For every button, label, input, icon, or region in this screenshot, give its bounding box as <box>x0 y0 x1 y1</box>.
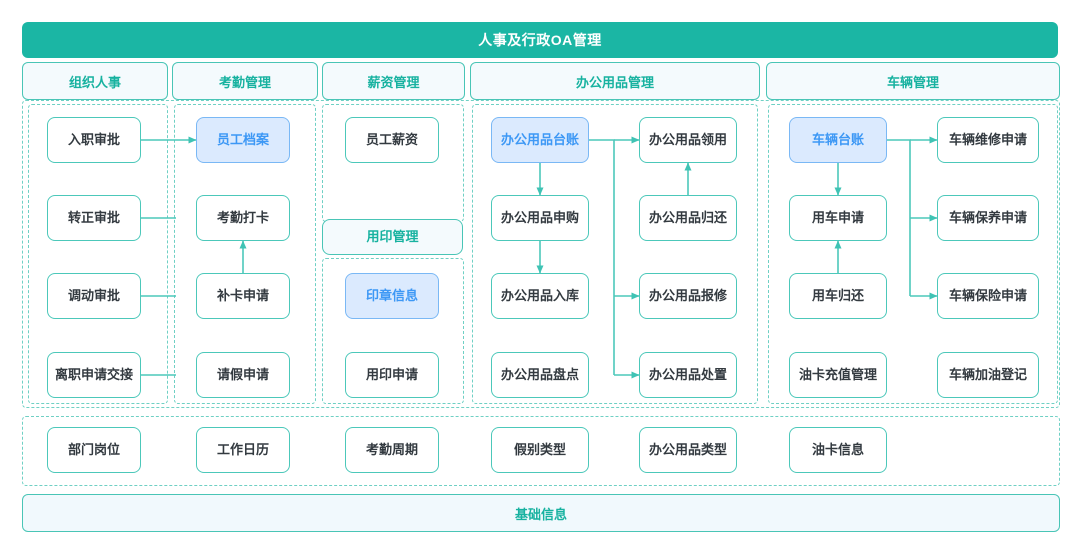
node-label: 油卡信息 <box>811 441 864 457</box>
node-label: 部门岗位 <box>67 441 120 457</box>
column-frame-vehicle <box>768 104 1058 404</box>
node-label: 用车归还 <box>811 287 864 303</box>
node-label: 车辆保险申请 <box>948 287 1027 303</box>
node-cheliang-taizhang[interactable]: 车辆台账 <box>789 117 887 163</box>
module-header-organization[interactable]: 组织人事 <box>22 62 168 100</box>
node-cheliang-weixiu-shenqing[interactable]: 车辆维修申请 <box>937 117 1039 163</box>
node-bangong-yongpin-baoxiu[interactable]: 办公用品报修 <box>639 273 737 319</box>
module-header-label: 车辆管理 <box>886 74 939 90</box>
node-label: 入职审批 <box>67 131 120 147</box>
node-label: 转正审批 <box>67 209 120 225</box>
page-title: 人事及行政OA管理 <box>22 22 1058 58</box>
sub-module-header-label: 用印管理 <box>366 228 419 244</box>
node-label: 考勤打卡 <box>216 209 269 225</box>
node-label: 用车申请 <box>811 209 864 225</box>
node-yuangong-xinzi[interactable]: 员工薪资 <box>345 117 439 163</box>
node-label: 调动审批 <box>67 287 120 303</box>
node-bangong-yongpin-pandian[interactable]: 办公用品盘点 <box>491 352 589 398</box>
node-youka-chongzhi-guanli[interactable]: 油卡充值管理 <box>789 352 887 398</box>
node-yuangong-dangan[interactable]: 员工档案 <box>196 117 290 163</box>
column-frame-office-supplies <box>472 104 758 404</box>
node-label: 办公用品报修 <box>648 287 727 303</box>
node-yinzhang-xinxi[interactable]: 印章信息 <box>345 273 439 319</box>
node-bangong-yongpin-ruku[interactable]: 办公用品入库 <box>491 273 589 319</box>
node-label: 员工档案 <box>216 131 269 147</box>
node-jiabie-leixing[interactable]: 假别类型 <box>491 427 589 473</box>
column-frame-attendance <box>174 104 316 404</box>
node-label: 车辆维修申请 <box>948 131 1027 147</box>
node-label: 办公用品台账 <box>500 131 579 147</box>
node-label: 办公用品处置 <box>648 366 727 382</box>
node-label: 假别类型 <box>513 441 566 457</box>
node-label: 车辆加油登记 <box>948 366 1027 382</box>
node-label: 办公用品领用 <box>648 131 727 147</box>
node-bangong-yongpin-lingyong[interactable]: 办公用品领用 <box>639 117 737 163</box>
module-header-label: 组织人事 <box>68 74 121 90</box>
node-ruzhi-shenpi[interactable]: 入职审批 <box>47 117 141 163</box>
page-title-text: 人事及行政OA管理 <box>478 32 602 48</box>
column-frame-seal <box>322 258 464 404</box>
node-kaoqin-zhouqi[interactable]: 考勤周期 <box>345 427 439 473</box>
node-label: 请假申请 <box>216 366 269 382</box>
sub-module-header-seal[interactable]: 用印管理 <box>322 219 463 255</box>
node-label: 工作日历 <box>216 441 269 457</box>
node-cheliang-baoxian-shenqing[interactable]: 车辆保险申请 <box>937 273 1039 319</box>
node-label: 办公用品入库 <box>500 287 579 303</box>
node-bangong-yongpin-taizhang[interactable]: 办公用品台账 <box>491 117 589 163</box>
node-label: 考勤周期 <box>365 441 418 457</box>
node-label: 办公用品盘点 <box>500 366 579 382</box>
node-label: 补卡申请 <box>216 287 269 303</box>
node-label: 车辆台账 <box>811 131 864 147</box>
node-qingjia-shenqing[interactable]: 请假申请 <box>196 352 290 398</box>
module-header-attendance[interactable]: 考勤管理 <box>172 62 318 100</box>
node-label: 用印申请 <box>365 366 418 382</box>
module-header-office-supplies[interactable]: 办公用品管理 <box>470 62 760 100</box>
node-bangong-yongpin-chuzhi[interactable]: 办公用品处置 <box>639 352 737 398</box>
node-label: 办公用品申购 <box>500 209 579 225</box>
basic-info-bar[interactable]: 基础信息 <box>22 494 1060 532</box>
node-bangong-yongpin-leixing[interactable]: 办公用品类型 <box>639 427 737 473</box>
node-bumen-gangwei[interactable]: 部门岗位 <box>47 427 141 473</box>
node-yongche-shenqing[interactable]: 用车申请 <box>789 195 887 241</box>
basic-info-frame <box>22 416 1060 486</box>
node-label: 油卡充值管理 <box>798 366 877 382</box>
node-bangong-yongpin-shengou[interactable]: 办公用品申购 <box>491 195 589 241</box>
node-gongzuo-rili[interactable]: 工作日历 <box>196 427 290 473</box>
node-yongche-guihuan[interactable]: 用车归还 <box>789 273 887 319</box>
node-lizhi-shenqing-jiaojie[interactable]: 离职申请交接 <box>47 352 141 398</box>
basic-info-bar-label: 基础信息 <box>514 506 567 522</box>
column-frame-organization <box>28 104 168 404</box>
node-youka-xinxi[interactable]: 油卡信息 <box>789 427 887 473</box>
node-label: 印章信息 <box>365 287 418 303</box>
node-kaoqin-daka[interactable]: 考勤打卡 <box>196 195 290 241</box>
module-header-vehicle[interactable]: 车辆管理 <box>766 62 1060 100</box>
node-label: 办公用品归还 <box>648 209 727 225</box>
node-zhuanzheng-shenpi[interactable]: 转正审批 <box>47 195 141 241</box>
node-label: 办公用品类型 <box>648 441 727 457</box>
node-label: 员工薪资 <box>365 131 418 147</box>
module-header-label: 办公用品管理 <box>575 74 654 90</box>
module-header-salary[interactable]: 薪资管理 <box>322 62 465 100</box>
node-yongyin-shenqing[interactable]: 用印申请 <box>345 352 439 398</box>
node-diaodong-shenpi[interactable]: 调动审批 <box>47 273 141 319</box>
node-cheliang-baoyang-shenqing[interactable]: 车辆保养申请 <box>937 195 1039 241</box>
modules-outer-frame <box>22 100 1060 408</box>
node-label: 离职申请交接 <box>54 366 133 382</box>
node-cheliang-jiayou-dengji[interactable]: 车辆加油登记 <box>937 352 1039 398</box>
node-label: 车辆保养申请 <box>948 209 1027 225</box>
module-header-label: 薪资管理 <box>367 74 420 90</box>
module-header-label: 考勤管理 <box>218 74 271 90</box>
node-buka-shenqing[interactable]: 补卡申请 <box>196 273 290 319</box>
node-bangong-yongpin-guihuan[interactable]: 办公用品归还 <box>639 195 737 241</box>
